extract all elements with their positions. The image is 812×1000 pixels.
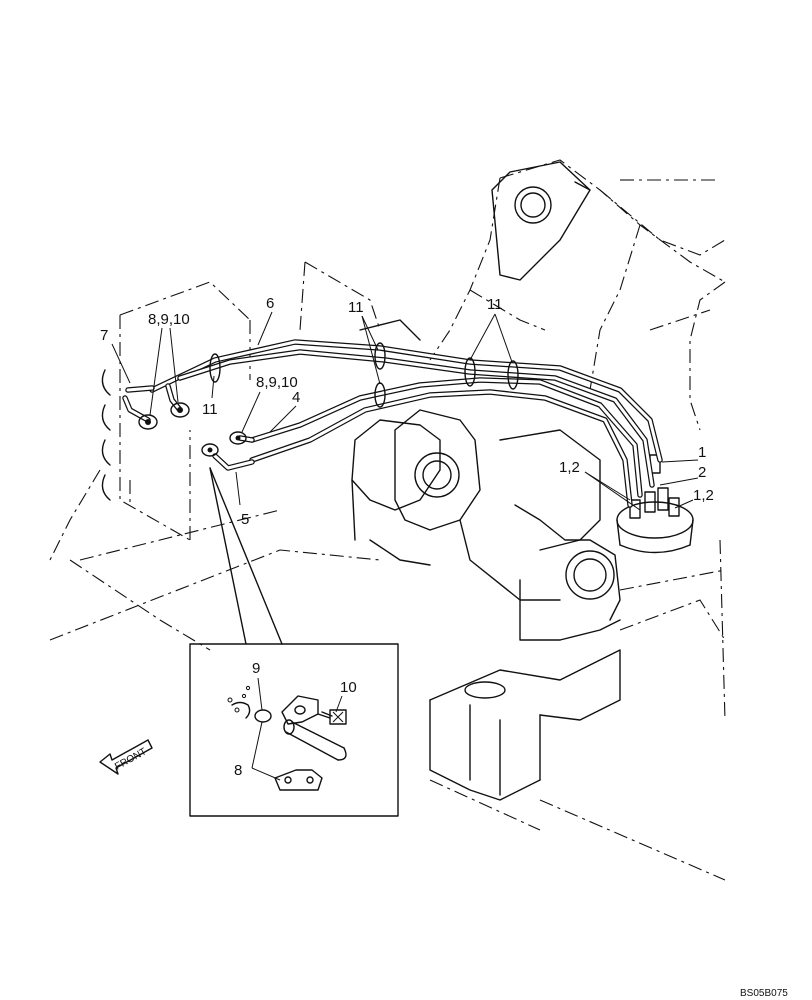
callout-7: 7 [100, 327, 108, 344]
callout-5: 5 [241, 511, 249, 528]
detail-pointer [209, 467, 283, 645]
drawing-code: BS05B075 [740, 988, 788, 999]
callout-1-2-left: 1,2 [559, 459, 580, 476]
callout-1: 1 [698, 444, 706, 461]
callout-1-2-right: 1,2 [693, 487, 714, 504]
callout-8-9-10-top: 8,9,10 [148, 311, 190, 328]
callout-8-9-10-mid: 8,9,10 [256, 374, 298, 391]
leader-lines [111, 311, 699, 511]
callout-11-mid: 11 [348, 299, 364, 316]
callout-6: 6 [266, 295, 274, 312]
machine-frame-outline [49, 159, 726, 881]
detail-inset [189, 643, 399, 817]
callout-8-detail: 8 [234, 762, 242, 779]
hydraulic-hoses [149, 339, 663, 508]
valve-fittings [122, 383, 255, 471]
callout-11-left: 11 [202, 401, 218, 418]
boom-foot-bracket [491, 161, 591, 281]
callout-4: 4 [292, 389, 300, 406]
callout-labels: 7 8,9,10 6 11 11 11 8,9,10 4 5 1 2 1,2 1… [100, 295, 714, 779]
callout-10-detail: 10 [340, 679, 357, 696]
front-direction-arrow: FRONT [99, 739, 153, 775]
callout-11-right: 11 [487, 296, 503, 313]
lower-bracket [429, 649, 621, 801]
callout-2: 2 [698, 464, 706, 481]
frame-plates [351, 319, 621, 641]
callout-9-detail: 9 [252, 660, 260, 677]
